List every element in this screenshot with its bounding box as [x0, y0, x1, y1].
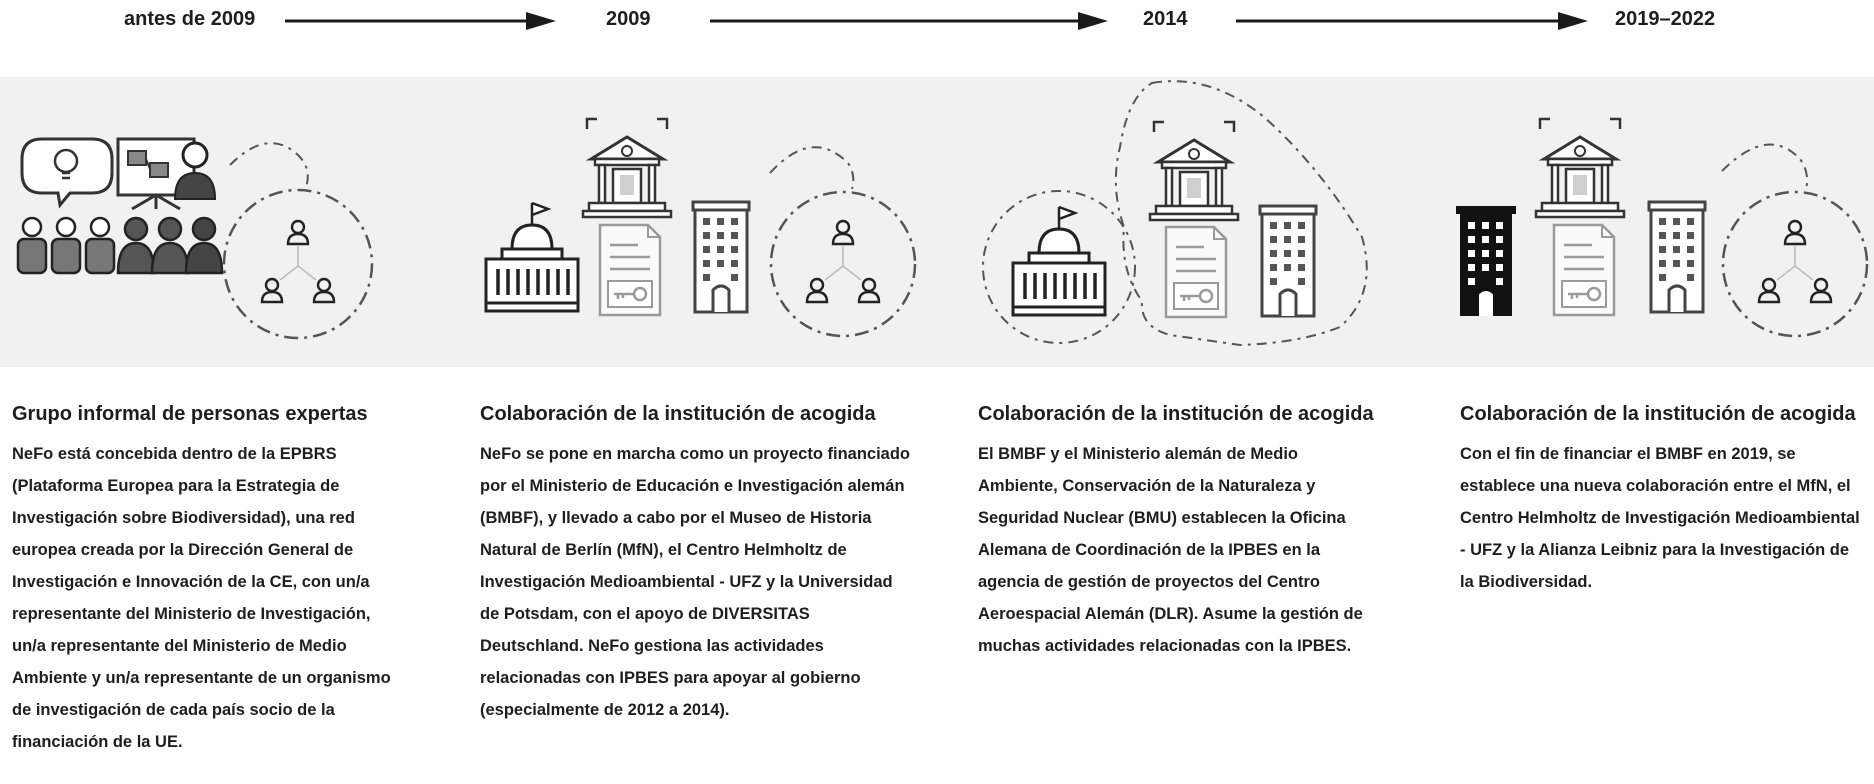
- ministry-cluster-outline: [982, 190, 1136, 344]
- stage-description: NeFo está concebida dentro de la EPBRS (…: [12, 445, 391, 751]
- museum-building-icon: [1148, 120, 1240, 222]
- stage-description: NeFo se pone en marcha como un proyecto …: [480, 445, 910, 719]
- timeline-label-2019-2022: 2019–2022: [1615, 8, 1716, 30]
- stage-title: Grupo informal de personas expertas: [12, 403, 368, 425]
- office-tower-icon: [691, 200, 751, 314]
- network-circle-icon: [1721, 190, 1869, 338]
- timeline-label-2009: 2009: [606, 8, 651, 30]
- timeline-arrow-1: [285, 12, 556, 30]
- timeline-arrow-2: [710, 12, 1108, 30]
- office-tower-icon: [1455, 205, 1517, 317]
- stage-column-1: Grupo informal de personas expertas NeFo…: [12, 398, 402, 758]
- timeline-label-2014: 2014: [1143, 8, 1188, 30]
- contract-document-icon: [1552, 223, 1616, 317]
- experts-meeting-icon: [16, 137, 224, 275]
- office-tower-icon: [1647, 200, 1707, 314]
- timeline-arrows: [285, 12, 1588, 30]
- contract-document-icon: [598, 223, 662, 317]
- stage-title: Colaboración de la institución de acogid…: [978, 403, 1374, 425]
- contract-document-icon: [1164, 225, 1228, 319]
- illustration-band: [0, 77, 1874, 367]
- stage-column-3: Colaboración de la institución de acogid…: [978, 398, 1378, 662]
- network-circle-icon: [222, 188, 374, 340]
- timeline-label-before-2009: antes de 2009: [124, 8, 256, 30]
- stage-description: Con el fin de financiar el BMBF en 2019,…: [1460, 445, 1860, 591]
- museum-building-icon: [581, 117, 673, 219]
- timeline-arrow-3: [1236, 12, 1588, 30]
- ministry-building-icon: [1011, 205, 1107, 317]
- network-circle-icon: [769, 190, 917, 338]
- host-cluster-outline: [1114, 80, 1368, 347]
- ministry-building-icon: [484, 201, 580, 313]
- office-tower-icon: [1258, 204, 1318, 318]
- stage-column-2: Colaboración de la institución de acogid…: [480, 398, 910, 726]
- stage-column-4: Colaboración de la institución de acogid…: [1460, 398, 1860, 598]
- stage-title: Colaboración de la institución de acogid…: [1460, 403, 1856, 425]
- connector-dashed: [229, 142, 309, 188]
- stage-description: El BMBF y el Ministerio alemán de Medio …: [978, 445, 1363, 655]
- connector-dashed: [1721, 143, 1809, 190]
- connector-dashed: [769, 146, 855, 190]
- timeline: antes de 2009 2009 2014 2019–2022: [0, 0, 1874, 44]
- stage-title: Colaboración de la institución de acogid…: [480, 403, 876, 425]
- museum-building-icon: [1534, 117, 1626, 219]
